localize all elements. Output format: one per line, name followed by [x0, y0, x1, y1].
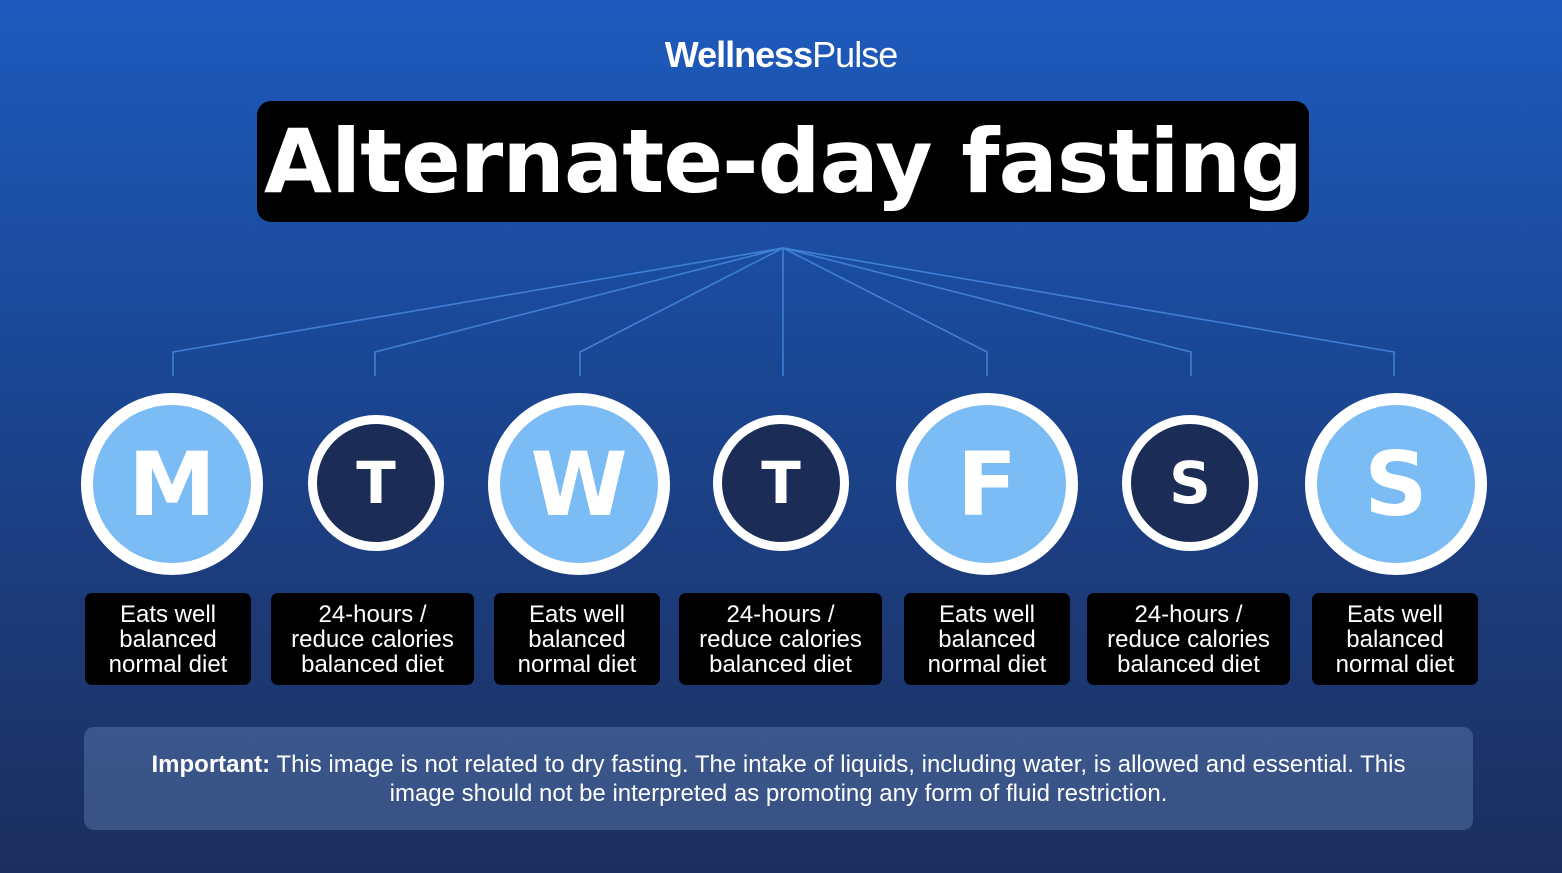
day-label-friday: Eats well balanced normal diet: [904, 593, 1070, 685]
day-letter: M: [128, 432, 216, 536]
label-line: reduce calories: [699, 625, 862, 653]
connector-line: [579, 247, 784, 376]
day-letter: S: [1169, 449, 1211, 517]
label-line: balanced: [938, 625, 1036, 653]
day-label-monday: Eats well balanced normal diet: [85, 593, 251, 685]
label-line: normal diet: [517, 650, 637, 678]
notice-text: This image is not related to dry fasting…: [270, 750, 1406, 807]
day-circle-saturday: S: [1122, 415, 1258, 551]
brand-logo: WellnessPulse: [0, 34, 1562, 76]
label-line: balanced diet: [1117, 650, 1260, 678]
label-line: reduce calories: [1107, 625, 1270, 653]
connector-line: [172, 247, 784, 376]
connector-line: [374, 247, 784, 376]
label-line: Eats well: [119, 600, 217, 628]
label-line: 24-hours /: [1134, 600, 1243, 628]
label-line: balanced diet: [301, 650, 444, 678]
label-line: 24-hours /: [318, 600, 427, 628]
notice-heading: Important:: [151, 750, 271, 778]
important-notice: Important: This image is not related to …: [84, 727, 1473, 830]
day-circle-monday: M: [81, 393, 263, 575]
brand-name-bold: Wellness: [664, 34, 813, 75]
day-letter: S: [1364, 432, 1428, 536]
connector-line: [782, 247, 1192, 376]
brand-name-light: Pulse: [812, 34, 898, 75]
label-line: reduce calories: [291, 625, 454, 653]
connector-line: [782, 247, 1395, 376]
day-circle-tuesday: T: [308, 415, 444, 551]
day-label-saturday: 24-hours / reduce calories balanced diet: [1087, 593, 1290, 685]
day-letter: T: [356, 449, 396, 517]
day-label-sunday: Eats well balanced normal diet: [1312, 593, 1478, 685]
day-label-wednesday: Eats well balanced normal diet: [494, 593, 660, 685]
label-line: balanced: [119, 625, 217, 653]
connector-line: [782, 247, 988, 376]
day-circle-sunday: S: [1305, 393, 1487, 575]
label-line: normal diet: [108, 650, 228, 678]
label-line: Eats well: [938, 600, 1036, 628]
day-circle-friday: F: [896, 393, 1078, 575]
day-label-thursday: 24-hours / reduce calories balanced diet: [679, 593, 882, 685]
label-line: Eats well: [528, 600, 626, 628]
label-line: 24-hours /: [726, 600, 835, 628]
day-circle-thursday: T: [713, 415, 849, 551]
label-line: normal diet: [1335, 650, 1455, 678]
day-letter: T: [761, 449, 801, 517]
page-title: Alternate-day fasting: [263, 110, 1303, 213]
day-letter: F: [956, 432, 1018, 536]
label-line: balanced: [528, 625, 626, 653]
label-line: balanced diet: [709, 650, 852, 678]
label-line: Eats well: [1346, 600, 1444, 628]
label-line: normal diet: [927, 650, 1047, 678]
title-banner: Alternate-day fasting: [257, 101, 1309, 222]
day-circle-wednesday: W: [488, 393, 670, 575]
label-line: balanced: [1346, 625, 1444, 653]
day-label-tuesday: 24-hours / reduce calories balanced diet: [271, 593, 474, 685]
day-letter: W: [530, 432, 628, 536]
